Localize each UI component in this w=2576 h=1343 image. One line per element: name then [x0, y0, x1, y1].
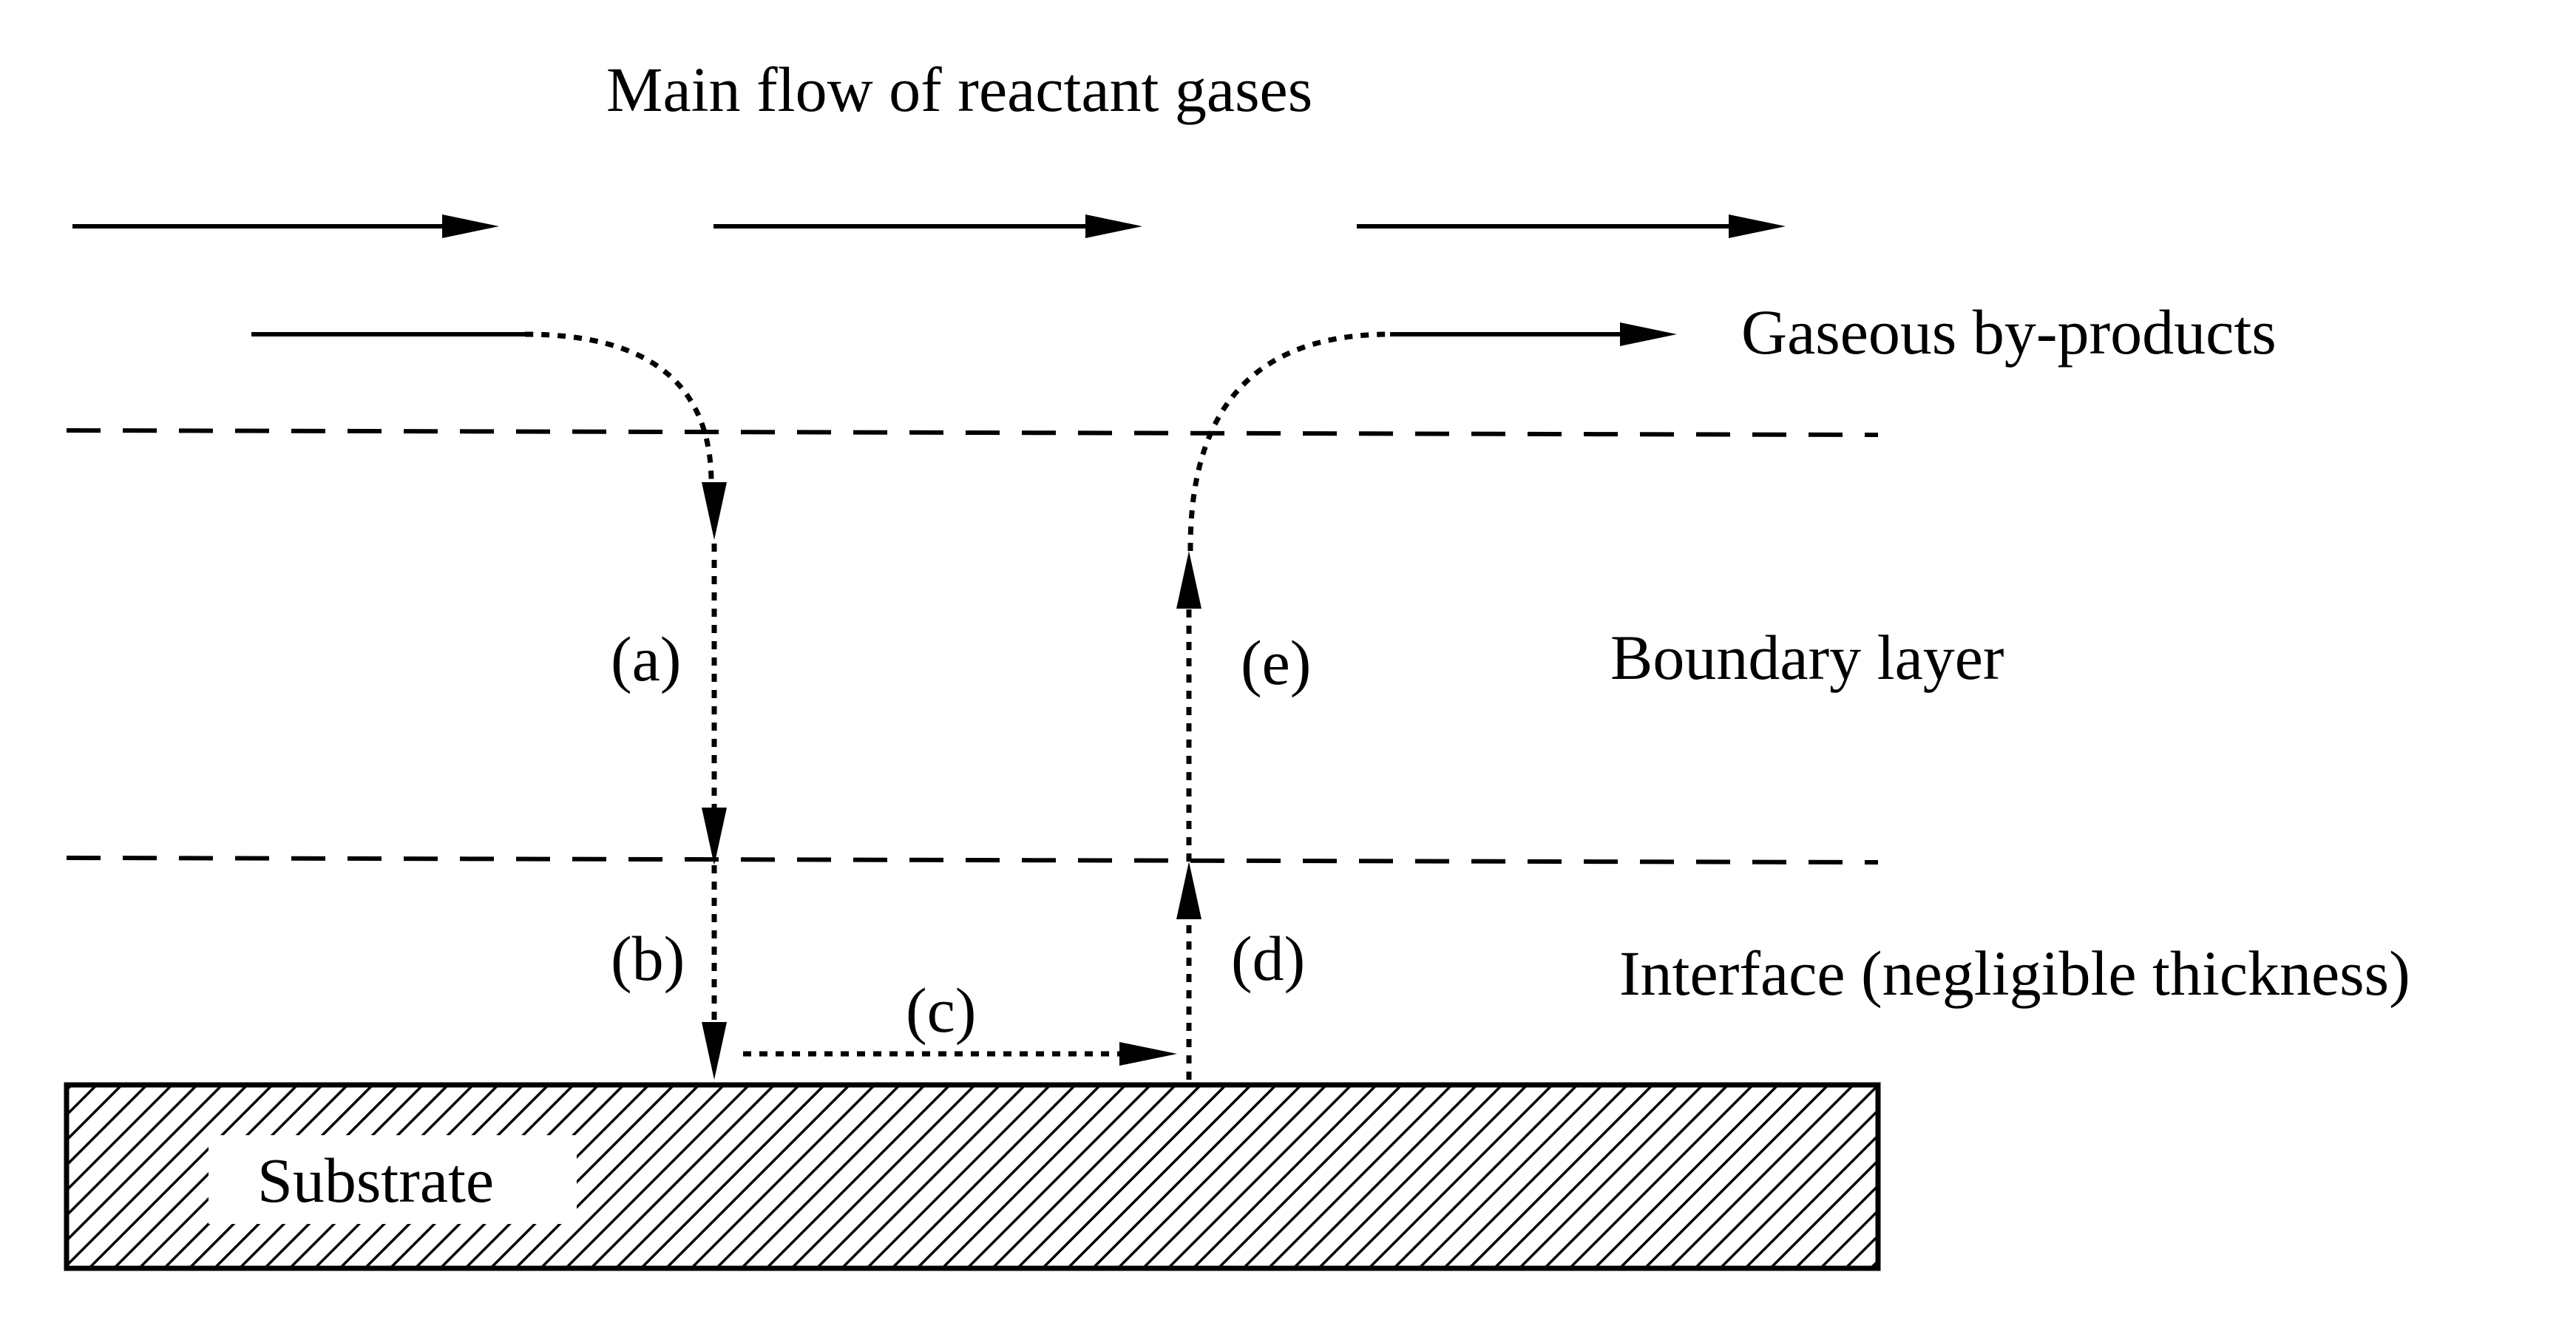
main-flow-arrow-1 — [72, 214, 499, 238]
main-flow-arrow-2 — [714, 214, 1142, 238]
substrate-block — [64, 1082, 1881, 1271]
step-d-label: (d) — [1231, 923, 1305, 994]
down-arrow-icon — [702, 1022, 727, 1080]
down-arrow-icon — [702, 808, 727, 865]
step-c-label: (c) — [906, 975, 976, 1046]
step-d-arrow — [1176, 862, 1201, 1080]
boundary-layer-top-line — [66, 428, 1879, 437]
main-flow-arrow-3 — [1357, 214, 1786, 238]
right-arrow-icon — [1620, 322, 1677, 346]
step-a-label: (a) — [611, 623, 681, 694]
right-arrow-icon — [1729, 214, 1786, 238]
step-c-arrow — [743, 1042, 1177, 1066]
step-e-label: (e) — [1241, 627, 1311, 698]
interface-label: Interface (negligible thickness) — [1619, 938, 2410, 1009]
step-b-arrow — [702, 865, 727, 1080]
substrate-label-background — [209, 1135, 577, 1224]
right-arrow-icon — [442, 214, 499, 238]
reactant-diffusion-path — [251, 331, 727, 540]
right-arrow-icon — [1119, 1042, 1177, 1066]
step-e-arrow — [1176, 551, 1201, 862]
main-flow-label: Main flow of reactant gases — [606, 54, 1312, 125]
down-arrow-icon — [702, 482, 727, 540]
substrate-label: Substrate — [257, 1145, 494, 1216]
right-arrow-icon — [1085, 214, 1142, 238]
substrate: Substrate — [64, 1082, 1881, 1271]
byproduct-path — [1187, 322, 1677, 552]
up-arrow-icon — [1176, 862, 1201, 919]
up-arrow-icon — [1176, 551, 1201, 609]
byproducts-label: Gaseous by-products — [1741, 297, 2277, 368]
boundary-layer-bottom-line — [66, 856, 1879, 865]
step-b-label: (b) — [611, 923, 685, 994]
boundary-layer-label: Boundary layer — [1610, 622, 2004, 693]
step-a-arrow — [702, 544, 727, 865]
